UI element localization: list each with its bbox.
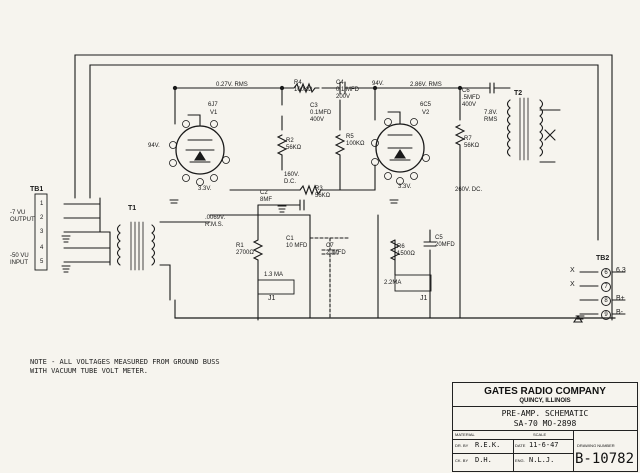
current-2-2ma: 2.2MA — [384, 280, 402, 286]
company-name: GATES RADIO COMPANY — [484, 386, 606, 397]
company-location: QUINCY, ILLINOIS — [519, 398, 571, 404]
output-label: -7 VU OUTPUT — [10, 210, 35, 223]
t1-label: T1 — [128, 205, 137, 212]
tube-v2-plate-voltage: 94V. — [372, 81, 384, 87]
title-block: GATES RADIO COMPANY QUINCY, ILLINOIS PRE… — [452, 382, 638, 472]
r7-label: R7 56KΩ — [464, 136, 480, 149]
drawn-by-label: DR. BY — [455, 443, 469, 448]
voltage-v2-plate: 2.86V. RMS — [410, 82, 442, 88]
checked-by: D.H. — [475, 456, 492, 464]
drawn-by: R.E.K. — [475, 441, 501, 449]
jack-j1-right: J1 — [420, 295, 428, 302]
c7-label: C7 20MFD — [326, 243, 346, 256]
material-label: MATERIAL — [455, 432, 475, 437]
r3-label: R3 56KΩ — [315, 186, 331, 199]
transformer-t1-primary — [116, 224, 121, 266]
c5-label: C5 20MFD — [435, 235, 455, 248]
r6-label: R6 1500Ω — [397, 244, 415, 257]
tb2-label: TB2 — [596, 255, 610, 262]
tube-v1-cathode-voltage: 3.3V. — [198, 186, 212, 192]
tb1-terminal-3: 3 — [40, 229, 44, 235]
transformer-t2 — [506, 99, 511, 157]
c6-label: C6 .5MFD 400V — [462, 88, 480, 108]
tb2-row-letter: X — [570, 281, 575, 288]
drawing-title-line-1: PRE-AMP. SCHEMATIC — [501, 409, 589, 418]
tb2-terminal-number: 6 — [601, 268, 611, 278]
r1-label: R1 2700Ω — [236, 243, 254, 256]
r5-label: R5 100KΩ — [346, 134, 365, 147]
tb1-label: TB1 — [30, 186, 44, 193]
tb2-terminal-function: B- — [616, 309, 623, 316]
engineer-label: ENG. — [515, 458, 525, 463]
tube-v1-ref: V1 — [210, 110, 218, 116]
voltage-v1-plate: 0.27V. RMS — [216, 82, 248, 88]
date-label: DATE — [515, 443, 526, 448]
tube-v2-type: 6C5 — [420, 102, 432, 108]
voltage-260: 260V. DC. — [455, 187, 483, 193]
tb2-terminal-number: 9 — [601, 310, 611, 320]
tb2-terminal-number: 8 — [601, 296, 611, 306]
jack-j1-left: J1 — [268, 295, 276, 302]
drawing-title-line-2: SA-70 MO-2898 — [513, 419, 577, 428]
drawing-number: B-10782 — [575, 451, 635, 467]
voltage-output-rms: 7.8V. RMS — [484, 110, 498, 123]
voltage-input-rms: .0069V. R.M.S. — [205, 215, 226, 228]
engineer: N.L.J. — [529, 456, 555, 464]
t2-label: T2 — [514, 90, 523, 97]
tb2-terminal-function: 6.3 — [616, 267, 626, 274]
input-label: -50 VU INPUT — [10, 253, 29, 266]
tb1-terminal-1: 1 — [40, 201, 44, 207]
tb1-terminal-2: 2 — [40, 215, 44, 221]
drawing-number-label: DRAWING NUMBER — [577, 443, 615, 448]
c2-label: C2 8MF — [260, 190, 272, 203]
drawing-date: 11-6-47 — [529, 441, 559, 449]
scale-label: SCALE — [533, 432, 547, 437]
current-1-3ma: 1.3 MA — [264, 272, 284, 278]
c1-label: C1 10 MFD — [286, 236, 308, 249]
tb2-row-letter: X — [570, 267, 575, 274]
voltage-note: NOTE - ALL VOLTAGES MEASURED FROM GROUND… — [30, 358, 220, 375]
b-plus-bus-wire — [74, 54, 613, 321]
tube-v1-plate-voltage: 94V. — [148, 143, 160, 149]
voltage-160: 160V. D.C. — [284, 172, 300, 185]
c3-label: C3 0.1MFD 400V — [310, 103, 332, 123]
checked-by-label: CK. BY — [455, 458, 469, 463]
tube-v2-ref: V2 — [422, 110, 430, 116]
r2-label: R2 56KΩ — [286, 138, 302, 151]
tube-v2-cathode-voltage: 3.3V. — [398, 184, 412, 190]
tube-v1-type: 6J7 — [208, 102, 218, 108]
c4-label: C4 0.1 MFD 200V — [336, 80, 360, 100]
tb1-terminal-4: 4 — [40, 245, 44, 251]
tb2-terminal-function: B+ — [616, 295, 625, 302]
r4-label: R4 100KΩ — [294, 80, 313, 93]
tb1-terminal-5: 5 — [40, 259, 44, 265]
tb2-terminal-number: 7 — [601, 282, 611, 292]
